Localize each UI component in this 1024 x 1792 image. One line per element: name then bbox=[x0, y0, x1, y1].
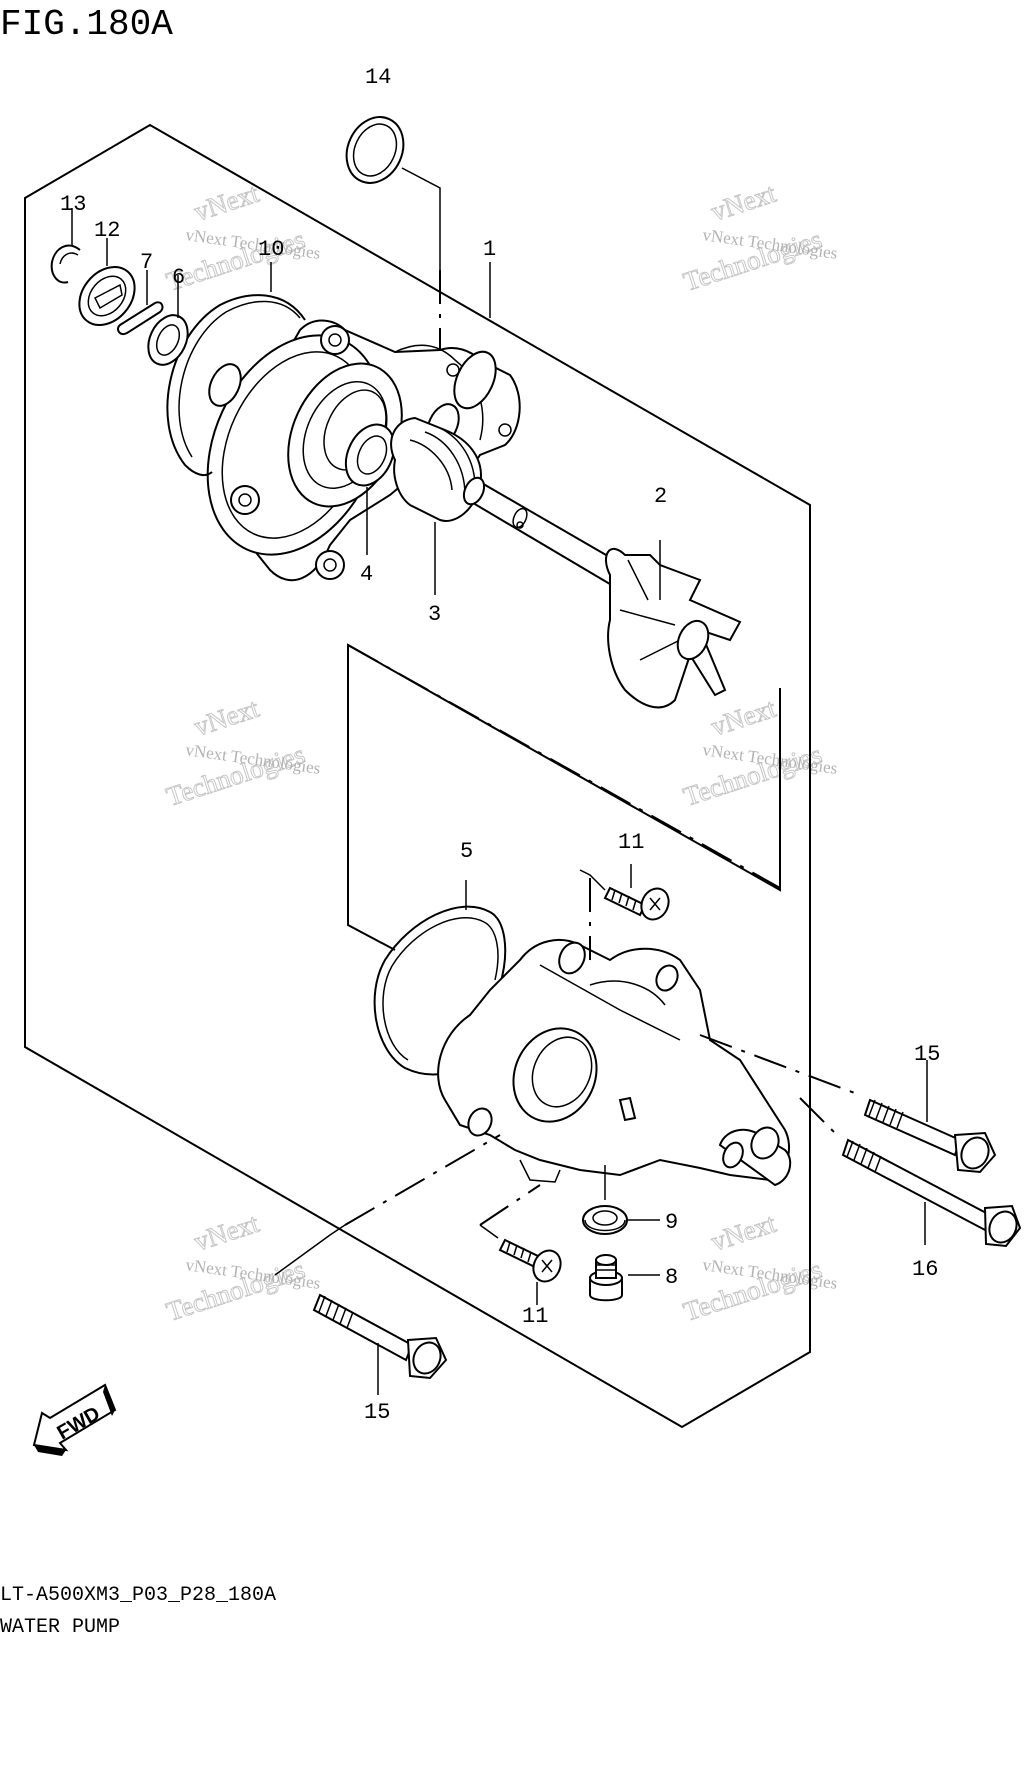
figure-name: WATER PUMP bbox=[0, 1616, 120, 1639]
callout-7: 7 bbox=[140, 250, 153, 275]
svg-text:vNext: vNext bbox=[707, 1208, 779, 1257]
part-15-bolt-lower bbox=[274, 1134, 501, 1395]
svg-text:vNext: vNext bbox=[190, 1208, 262, 1257]
part-4-oil-seal bbox=[344, 423, 396, 555]
part-5-o-ring bbox=[373, 880, 507, 1076]
part-10-o-ring bbox=[166, 294, 306, 477]
callout-5: 5 bbox=[460, 839, 473, 864]
callout-labels: 14 1 13 12 7 6 10 2 4 3 5 11 15 9 8 16 1… bbox=[60, 65, 940, 1425]
callout-13: 13 bbox=[60, 192, 86, 217]
callout-11-lower: 11 bbox=[522, 1304, 548, 1329]
part-11-screw-upper bbox=[579, 864, 670, 960]
callout-11-upper: 11 bbox=[618, 830, 644, 855]
callout-14: 14 bbox=[365, 65, 391, 90]
callout-8: 8 bbox=[665, 1265, 678, 1290]
callout-15-lower: 15 bbox=[364, 1400, 390, 1425]
callout-4: 4 bbox=[360, 562, 373, 587]
callout-1: 1 bbox=[483, 237, 496, 262]
watermark: vNext vNext Technologies Technologies bbox=[162, 1207, 322, 1327]
figure-code: LT-A500XM3_P03_P28_180A bbox=[0, 1584, 276, 1607]
watermark: vNext vNext Technologies Technologies bbox=[679, 692, 839, 812]
pump-cover bbox=[437, 939, 792, 1187]
part-14-o-ring bbox=[345, 116, 441, 360]
part-6-washer bbox=[147, 275, 189, 366]
svg-text:vNext: vNext bbox=[190, 178, 262, 227]
watermark: vNext vNext Technologies Technologies bbox=[162, 692, 322, 812]
part-8-drain-plug bbox=[589, 1254, 660, 1302]
part-9-gasket bbox=[582, 1165, 660, 1235]
svg-text:vNext: vNext bbox=[707, 178, 779, 227]
part-15-bolt-right bbox=[699, 1034, 997, 1174]
callout-6: 6 bbox=[172, 265, 185, 290]
assembly-frame bbox=[24, 123, 811, 1429]
callout-12: 12 bbox=[94, 218, 120, 243]
part-11-screw-lower bbox=[479, 1184, 562, 1305]
callout-16: 16 bbox=[912, 1257, 938, 1282]
part-7-pin bbox=[117, 270, 164, 335]
svg-text:vNext: vNext bbox=[190, 693, 262, 742]
watermark: vNext vNext Technologies Technologies bbox=[679, 1207, 839, 1327]
callout-2: 2 bbox=[654, 484, 667, 509]
svg-text:vNext: vNext bbox=[707, 693, 779, 742]
callout-15-right: 15 bbox=[914, 1042, 940, 1067]
part-13-circlip bbox=[50, 208, 81, 284]
part-2-impeller bbox=[462, 476, 742, 709]
part-16-long-bolt bbox=[799, 1097, 1022, 1248]
watermark: vNext vNext Technologies Technologies bbox=[162, 177, 322, 297]
watermark: vNext vNext Technologies Technologies bbox=[679, 177, 839, 297]
part-12-gear bbox=[78, 238, 136, 326]
part-3-mechanical-seal bbox=[390, 416, 482, 595]
figure-title: FIG.180A bbox=[0, 4, 173, 45]
fwd-arrow-icon: FWD bbox=[32, 1383, 117, 1456]
callout-10: 10 bbox=[258, 237, 284, 262]
inner-frame-dashline bbox=[347, 644, 781, 889]
callout-3: 3 bbox=[428, 602, 441, 627]
callout-9: 9 bbox=[665, 1210, 678, 1235]
